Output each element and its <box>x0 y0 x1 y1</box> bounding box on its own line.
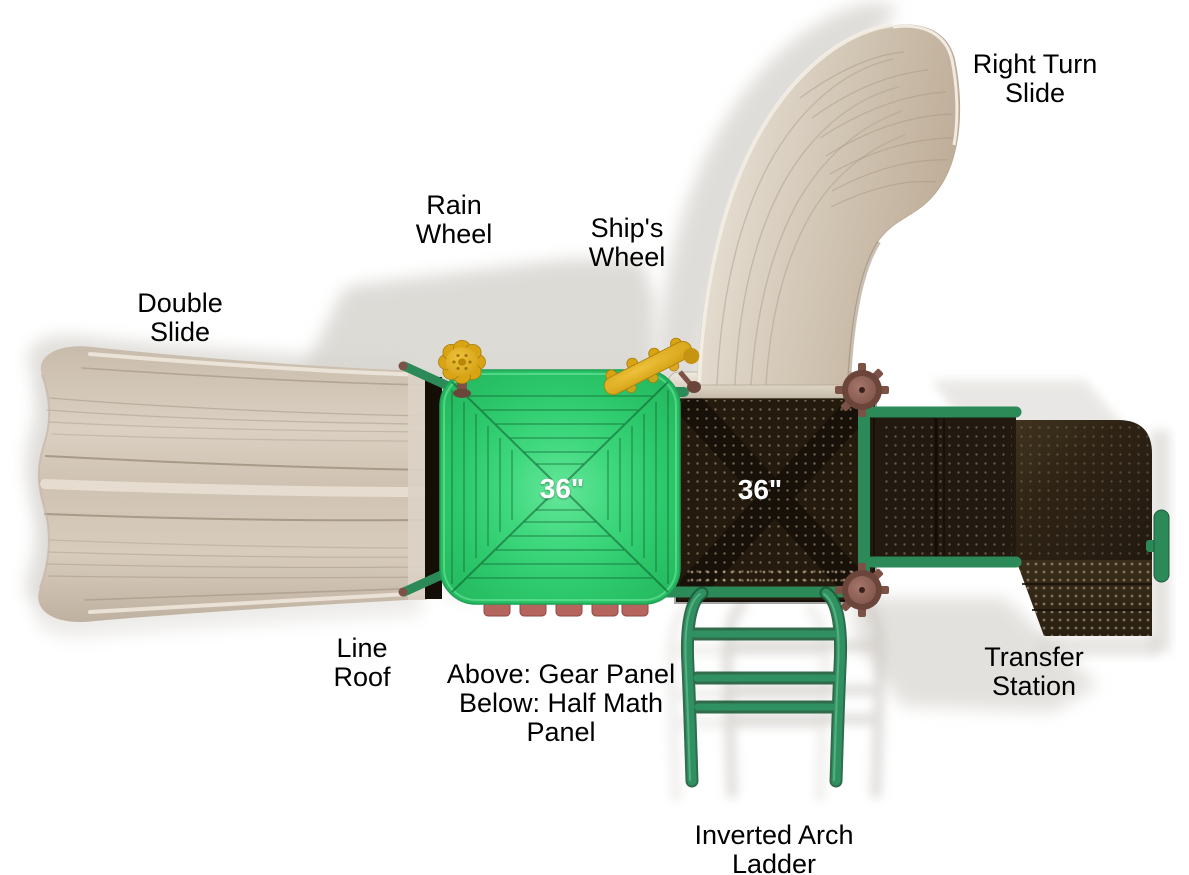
label-line: Line <box>336 633 388 663</box>
slide-exit-platform <box>408 373 427 600</box>
label-transfer-station: Transfer Station <box>954 643 1114 701</box>
roof-ridges <box>451 390 669 584</box>
pipe-connector-bottom <box>835 563 889 617</box>
label-line: Ladder <box>731 849 817 875</box>
label-line: Above: Gear Panel <box>446 659 676 689</box>
transfer-station <box>866 406 1170 636</box>
slide-fan-ridges <box>799 51 956 208</box>
label-right-turn-slide: Right Turn Slide <box>945 50 1125 108</box>
label-line: Right Turn <box>972 49 1098 79</box>
main-deck-size-label: 36" <box>737 474 783 505</box>
label-gear-math-panels: Above: Gear Panel Below: Half Math Panel <box>421 660 701 747</box>
label-line: Wheel <box>415 219 493 249</box>
line-roof <box>439 369 681 605</box>
right-turn-slide <box>696 23 961 386</box>
label-line: Wheel <box>588 242 666 272</box>
label-line: Transfer <box>984 642 1084 672</box>
transfer-handhold <box>1153 509 1170 583</box>
ships-wheel <box>603 337 701 396</box>
roof-deck-size-label: 36" <box>539 473 585 504</box>
inverted-arch-ladder <box>680 586 848 788</box>
label-line: Ship's <box>590 213 664 243</box>
label-line: Slide <box>149 317 211 347</box>
label-line: Slide <box>1004 78 1066 108</box>
label-line: Inverted Arch <box>694 820 854 850</box>
label-line: Rain <box>426 190 482 220</box>
label-inverted-arch-ladder: Inverted Arch Ladder <box>664 821 884 875</box>
label-line-roof: Line Roof <box>282 634 442 692</box>
label-line: Below: Half Math <box>458 688 664 718</box>
pipe-connector-top <box>835 363 889 417</box>
label-double-slide: Double Slide <box>100 289 260 347</box>
main-deck <box>674 391 877 604</box>
label-line: Double <box>137 288 223 318</box>
label-line: Station <box>991 671 1077 701</box>
label-ships-wheel: Ship's Wheel <box>547 214 707 272</box>
double-slide <box>37 346 453 623</box>
label-line: Roof <box>333 662 391 692</box>
roof-hip-seams <box>451 381 669 593</box>
deck-gap <box>425 377 442 599</box>
label-rain-wheel: Rain Wheel <box>374 191 534 249</box>
rain-wheel <box>438 340 486 398</box>
label-line: Panel <box>526 717 596 747</box>
